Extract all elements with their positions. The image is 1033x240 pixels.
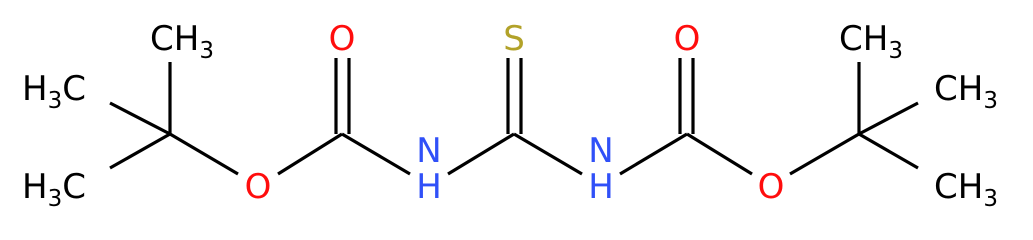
oxygen-carbonyl-left: O: [329, 19, 356, 59]
nitrogen-left: N: [416, 131, 441, 171]
bond-cq-left-to-ch3-bot: [109, 132, 171, 170]
bond-o-ester-right-to-cq: [789, 132, 860, 176]
oxygen-ester-left: O: [245, 167, 272, 207]
bond-c-right-to-o-ester: [686, 132, 753, 176]
methyl-label-right-bot: CH3: [934, 167, 998, 212]
methyl-label-left-mid: H3C: [22, 69, 86, 114]
bond-cq-right-to-ch3-mid: [858, 101, 919, 136]
bond-cq-left-to-ch3-mid: [109, 101, 171, 136]
molecule-diagram: CH3 H3C H3C O O N H S N H O O CH3 CH3 CH…: [22, 19, 998, 212]
methyl-label-right-top: CH3: [839, 19, 903, 64]
bond-o-ester-left-to-c: [277, 132, 343, 176]
oxygen-ester-right: O: [758, 167, 785, 207]
structure-svg: CH3 H3C H3C O O N H S N H O O CH3 CH3 CH…: [22, 19, 998, 212]
bond-layer: [109, 58, 919, 176]
bond-cq-left-to-o-ester: [169, 132, 239, 176]
methyl-label-left-top: CH3: [150, 19, 214, 64]
methyl-label-left-bot: H3C: [22, 167, 86, 212]
nitrogen-right-hydrogen: H: [588, 167, 614, 207]
bond-cs-to-n-right: [513, 132, 583, 176]
oxygen-carbonyl-right: O: [674, 19, 701, 59]
methyl-label-right-mid: CH3: [934, 69, 998, 114]
bond-c-left-to-n-left: [341, 132, 411, 176]
nitrogen-right: N: [588, 131, 613, 171]
bond-cq-right-to-ch3-bot: [858, 132, 919, 170]
bond-n-left-to-cs: [447, 132, 515, 176]
bond-n-right-to-c: [619, 132, 688, 176]
atom-layer: CH3 H3C H3C O O N H S N H O O CH3 CH3 CH…: [22, 19, 998, 212]
nitrogen-left-hydrogen: H: [416, 167, 442, 207]
sulfur-atom: S: [503, 19, 525, 59]
